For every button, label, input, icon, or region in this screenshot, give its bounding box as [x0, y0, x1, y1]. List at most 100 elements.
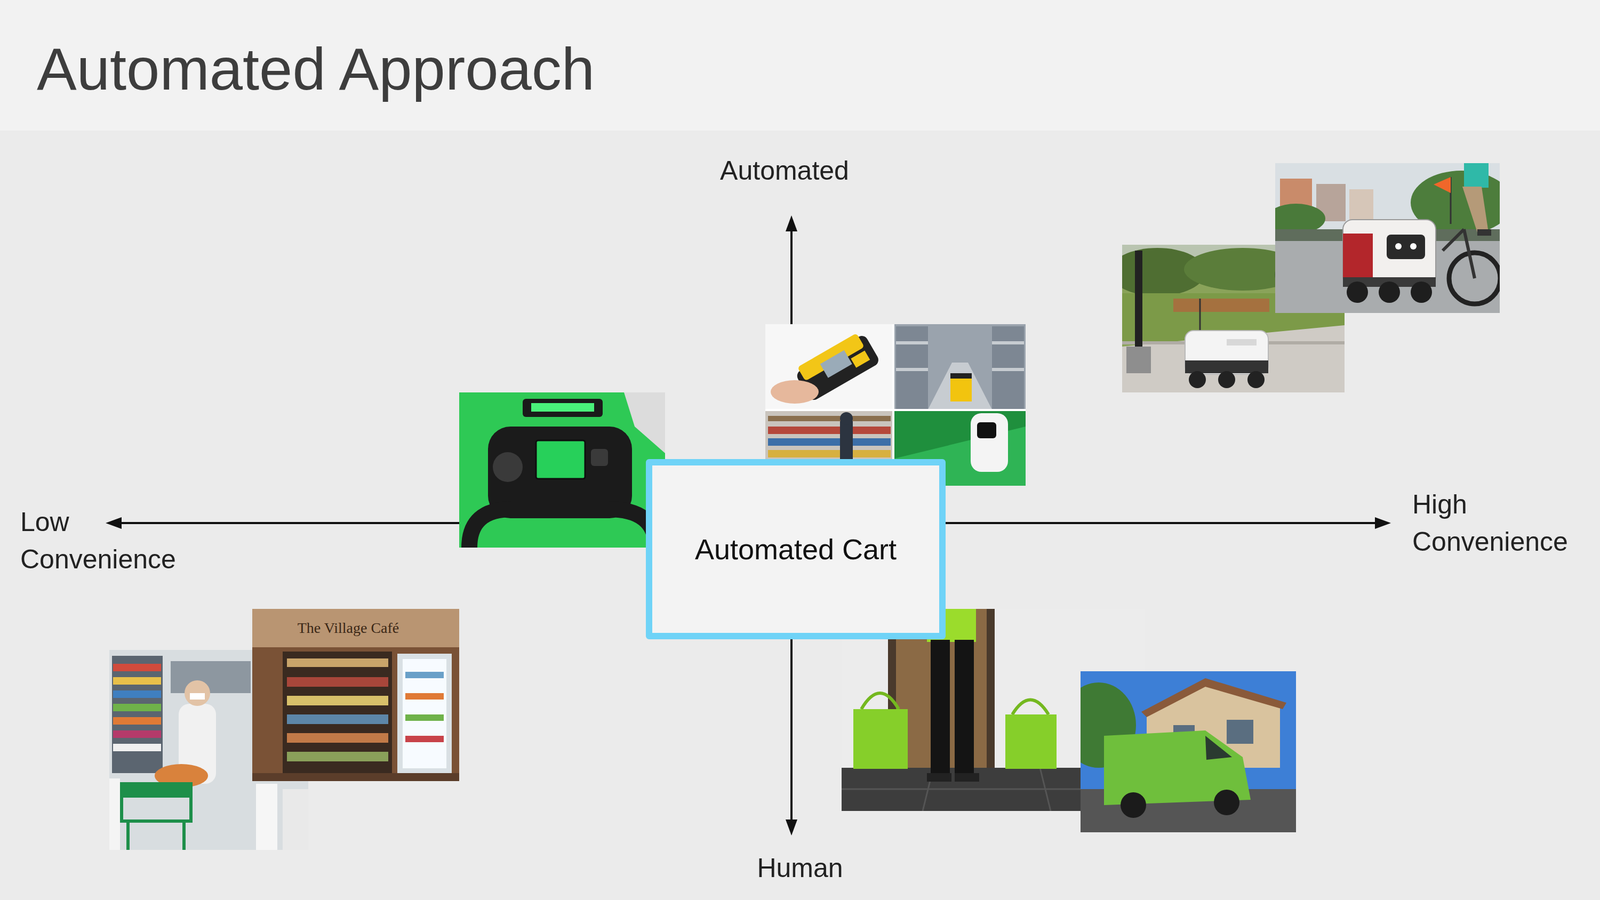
- grocery-store-photo-part: [170, 661, 251, 694]
- store-robot-grid-part: [896, 368, 928, 372]
- smart-cart-photo-part: [590, 449, 608, 467]
- grocery-store-photo-part: [113, 717, 162, 725]
- grocery-delivery-photo-part: [1005, 714, 1057, 770]
- store-robot-grid-part-part: [850, 350, 870, 368]
- store-robot-grid-part: [977, 422, 997, 439]
- store-robot-grid-part: [992, 326, 1024, 410]
- smart-cart-photo-part: [492, 452, 523, 483]
- grocery-store-photo-part: [121, 784, 191, 822]
- store-robot-grid-part: [992, 341, 1024, 345]
- title-text: Automated Approach: [36, 34, 595, 104]
- grocery-store-photo-part: [112, 656, 163, 774]
- store-robot-grid-part: [768, 438, 891, 446]
- axes-part: [785, 215, 798, 232]
- sign-text: The Village Café: [278, 618, 418, 638]
- village-cafe-photo-part: [286, 696, 389, 706]
- delivery-van-photo-part: [1226, 720, 1254, 744]
- grocery-delivery-photo-part: [926, 773, 952, 782]
- delivery-robot-photo: [1275, 163, 1500, 314]
- grocery-store-photo-part: [184, 680, 211, 707]
- store-robot-grid-part: [765, 324, 893, 410]
- grocery-store-photo-part: [113, 730, 162, 739]
- grocery-store-photo-part: [282, 789, 309, 851]
- grocery-store-photo-part: [113, 664, 162, 672]
- delivery-robot-photo-part: [1442, 229, 1464, 251]
- grocery-store-photo-part: [113, 744, 162, 752]
- grocery-delivery-photo-part: [861, 693, 899, 710]
- village-cafe-photo-part: [286, 752, 389, 762]
- grocery-store-photo-part: [113, 704, 162, 712]
- smart-cart-photo-part: [522, 398, 603, 418]
- delivery-robot-photo-part: [1349, 189, 1374, 222]
- village-cafe-photo-part: [286, 658, 389, 668]
- axis-label: Low Convenience: [20, 503, 191, 579]
- delivery-robot-photo-part: [1395, 243, 1402, 250]
- delivery-van-photo-part: [1205, 736, 1232, 760]
- sidewalk-robot-photo-part: [1247, 371, 1265, 389]
- axis-label: High Convenience: [1412, 485, 1583, 561]
- store-robot-grid-part-part: [820, 350, 853, 379]
- village-cafe-photo-part: [252, 773, 460, 782]
- store-robot-grid-part: [970, 413, 1008, 472]
- grocery-delivery-photo-part: [853, 709, 908, 770]
- smart-cart-photo-part: [531, 403, 595, 412]
- sidewalk-robot-photo-part: [1188, 371, 1206, 389]
- village-cafe-photo-part: [252, 609, 460, 782]
- axes-part: [1374, 517, 1391, 530]
- store-robot-grid-part: [950, 373, 972, 379]
- sidewalk-robot-photo-part: [1122, 325, 1345, 393]
- grocery-delivery-photo-part: [1012, 700, 1049, 716]
- grocery-store-photo-part: [113, 690, 162, 699]
- axes-part: [105, 517, 122, 530]
- delivery-robot-photo-part: [1342, 233, 1373, 279]
- axes-part: [785, 819, 798, 836]
- delivery-van-photo: [1080, 671, 1296, 833]
- store-robot-grid-part: [950, 376, 972, 402]
- store-robot-grid-part: [765, 409, 1026, 412]
- smart-cart-photo-part: [469, 509, 656, 548]
- box-label: Automated Cart: [694, 532, 897, 567]
- village-cafe-photo-part: [405, 672, 444, 679]
- store-robot-grid-part: [768, 426, 891, 435]
- sidewalk-robot-photo-part: [1218, 371, 1236, 389]
- sidewalk-robot-photo-part: [1199, 298, 1202, 332]
- grocery-delivery-photo-part: [954, 773, 980, 782]
- grocery-store-photo-part: [121, 784, 191, 798]
- sidewalk-robot-photo-part: [1126, 346, 1151, 374]
- delivery-robot-photo-part: [1464, 163, 1489, 188]
- delivery-van-photo-part: [1120, 792, 1147, 819]
- grocery-delivery-photo-part: [954, 640, 974, 776]
- delivery-robot-photo-part: [1410, 281, 1432, 303]
- store-robot-grid-part: [894, 324, 1026, 410]
- store-robot-grid-part: [896, 341, 928, 345]
- delivery-robot-photo-part: [1386, 234, 1426, 260]
- village-cafe-photo-part: [252, 609, 460, 648]
- village-cafe-photo-part: [397, 653, 452, 777]
- delivery-robot-photo-part: [1346, 281, 1368, 303]
- grocery-store-photo-part: [109, 778, 120, 851]
- village-cafe-photo-part: [286, 733, 389, 743]
- grocery-store-photo-part: [256, 784, 278, 851]
- village-cafe-photo-part: [405, 693, 444, 700]
- village-cafe-photo: [252, 609, 460, 782]
- delivery-robot-photo-part: [1275, 163, 1500, 314]
- village-cafe-photo-part: [402, 659, 447, 769]
- delivery-robot-photo-part: [1433, 177, 1451, 194]
- delivery-robot-photo-part: [1477, 229, 1492, 236]
- axis-label: Automated: [677, 154, 892, 187]
- axes: [105, 215, 1391, 836]
- village-cafe-photo-part: [286, 677, 389, 687]
- delivery-robot-photo-part: [1275, 203, 1326, 234]
- village-cafe-photo-part: [405, 736, 444, 743]
- store-robot-grid-part: [770, 380, 819, 404]
- grocery-store-photo-part: [189, 693, 205, 700]
- grocery-store-photo-part: [126, 821, 130, 851]
- store-robot-grid-part: [896, 326, 928, 410]
- grocery-delivery-photo-part: [930, 640, 950, 776]
- delivery-robot-photo-part: [1342, 219, 1436, 286]
- village-cafe-photo-part: [405, 714, 444, 722]
- grocery-delivery-photo-part: [1040, 768, 1051, 812]
- sidewalk-robot-photo-part: [1134, 250, 1143, 358]
